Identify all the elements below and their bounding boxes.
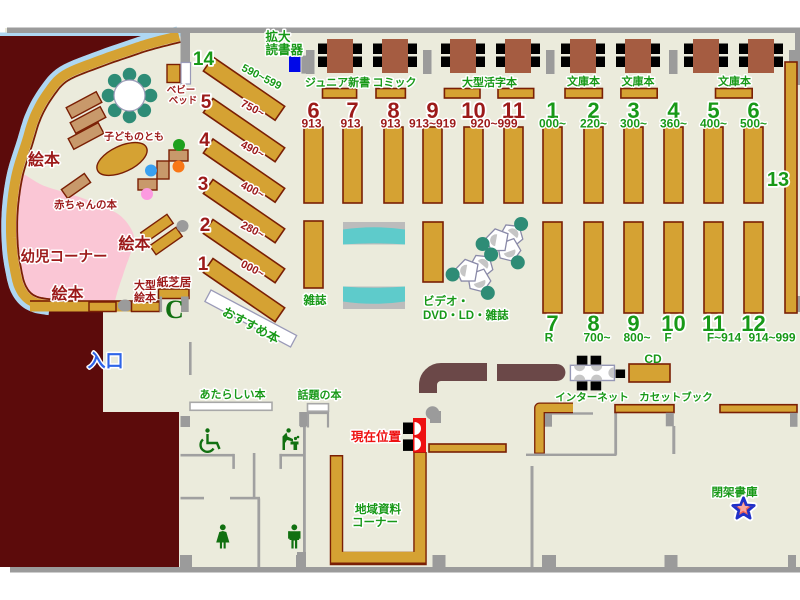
svg-text:3: 3 [627,98,639,123]
svg-text:絵本: 絵本 [28,150,60,169]
svg-text:赤ちゃんの本: 赤ちゃんの本 [54,198,117,211]
svg-text:ベッド: ベッド [169,96,198,107]
svg-text:大型活字本: 大型活字本 [462,75,517,89]
svg-text:5: 5 [201,92,212,113]
svg-text:2: 2 [200,215,211,236]
svg-text:913~919: 913~919 [409,117,456,131]
svg-text:400~: 400~ [700,117,727,131]
svg-text:DVD・LD・雑誌: DVD・LD・雑誌 [423,308,509,322]
svg-text:6: 6 [307,98,319,123]
svg-text:ビデオ・: ビデオ・ [423,294,469,308]
svg-text:914~999: 914~999 [748,331,795,345]
svg-text:913: 913 [301,117,321,131]
svg-text:700~: 700~ [583,331,610,345]
svg-text:8: 8 [387,98,399,123]
svg-text:11: 11 [502,98,525,123]
svg-text:9: 9 [426,98,438,123]
svg-text:10: 10 [461,98,485,123]
svg-text:500~: 500~ [740,117,767,131]
svg-text:絵本: 絵本 [134,290,156,304]
svg-text:読書器: 読書器 [266,42,304,57]
svg-text:3: 3 [198,174,209,195]
svg-text:360~: 360~ [660,117,687,131]
svg-text:220~: 220~ [580,117,607,131]
svg-text:2: 2 [587,98,599,123]
svg-text:拡大: 拡大 [266,29,292,44]
svg-text:10: 10 [661,311,685,336]
svg-text:話題の本: 話題の本 [298,388,342,402]
svg-text:F~914: F~914 [707,331,742,345]
svg-text:11: 11 [702,311,725,336]
svg-text:6: 6 [747,98,759,123]
svg-text:地域資料: 地域資料 [355,502,401,516]
svg-text:ジュニア新書: ジュニア新書 [305,75,370,89]
svg-text:子どものとも: 子どものとも [104,130,164,143]
svg-text:5: 5 [707,98,719,123]
svg-text:7: 7 [346,98,358,123]
svg-text:14: 14 [193,49,215,70]
svg-text:C: C [165,295,184,324]
svg-text:920~999: 920~999 [470,117,517,131]
svg-text:雑誌: 雑誌 [303,293,327,307]
svg-text:7: 7 [546,311,558,336]
svg-text:文庫本: 文庫本 [567,74,600,88]
svg-text:閉架書庫: 閉架書庫 [712,485,758,499]
svg-text:4: 4 [667,98,680,123]
svg-text:インターネット: インターネット [555,392,629,404]
svg-text:ベビー: ベビー [167,84,196,96]
svg-text:13: 13 [767,169,789,191]
svg-text:文庫本: 文庫本 [622,74,655,88]
svg-text:現在位置: 現在位置 [351,429,402,444]
svg-text:1: 1 [198,254,209,275]
svg-text:12: 12 [741,311,765,336]
svg-text:文庫本: 文庫本 [718,74,751,88]
svg-text:913: 913 [340,117,360,131]
svg-text:800~: 800~ [623,331,650,345]
svg-text:4: 4 [199,130,210,151]
svg-text:1: 1 [546,98,558,123]
svg-text:コミック: コミック [373,76,417,89]
svg-text:9: 9 [627,311,639,336]
svg-text:カセットブック: カセットブック [639,391,713,404]
svg-text:幼児コーナー: 幼児コーナー [21,248,108,266]
svg-text:あたらしい本: あたらしい本 [200,387,266,401]
svg-text:000~: 000~ [539,117,566,131]
svg-text:R: R [545,331,554,345]
svg-text:絵本: 絵本 [51,284,83,303]
svg-text:入口: 入口 [88,351,124,371]
svg-text:絵本: 絵本 [118,234,150,253]
svg-text:8: 8 [587,311,599,336]
svg-text:913: 913 [380,117,400,131]
svg-text:紙芝居: 紙芝居 [157,275,192,289]
svg-text:300~: 300~ [620,117,647,131]
svg-text:コーナー: コーナー [352,516,398,529]
svg-text:F: F [664,331,671,345]
svg-text:大型: 大型 [134,278,156,292]
